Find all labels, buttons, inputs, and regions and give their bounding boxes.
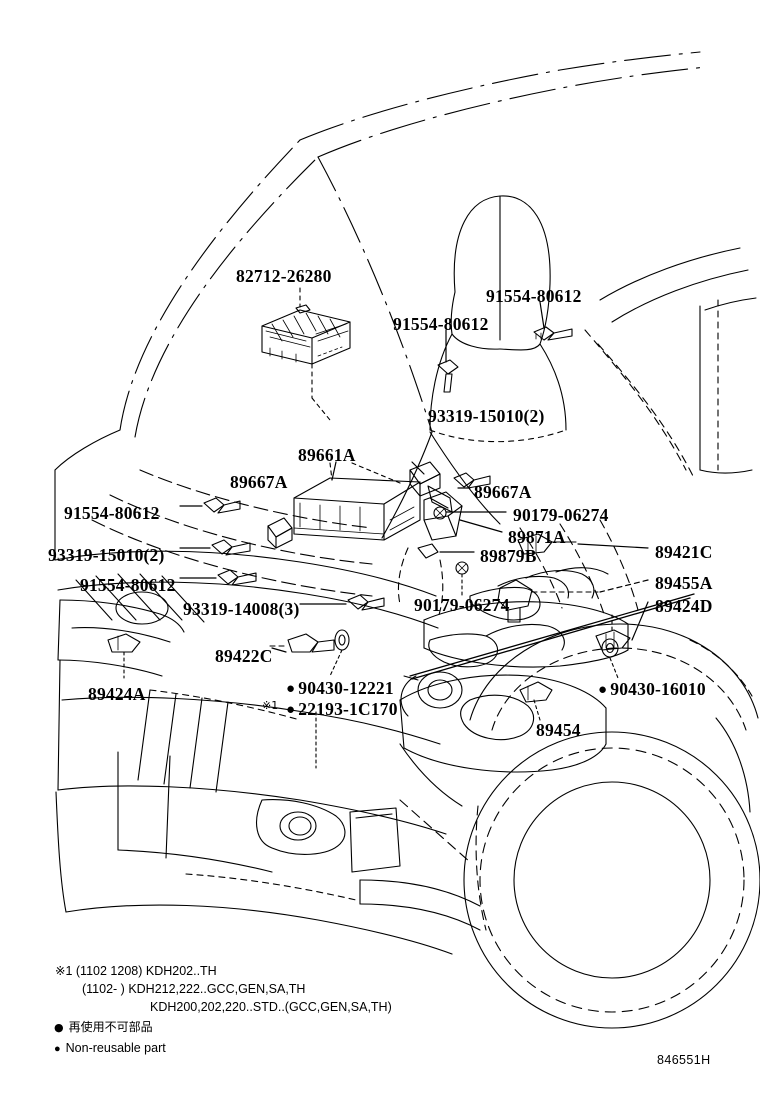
part-label-gasket-22193: 22193-1C170 xyxy=(286,700,398,719)
footnote-legend-english: Non-reusable part xyxy=(54,1042,166,1055)
part-label-nut-left-1: 93319-15010(2) xyxy=(48,545,165,565)
part-label-clamp-89879b: 89879B xyxy=(480,546,537,566)
fastener-icons xyxy=(107,326,631,769)
footnote-applicability-1: ※1 (1102 1208) KDH202..TH xyxy=(55,964,217,978)
footnote-applicability-2: (1102- ) KDH212,222..GCC,GEN,SA,TH xyxy=(82,982,306,996)
part-label-sensor-89871a: 89871A xyxy=(508,527,566,547)
part-label-sensor-89422c: 89422C xyxy=(215,646,273,666)
part-label-sensor-89424d: 89424D xyxy=(655,596,713,616)
side-body-panels xyxy=(584,247,757,479)
reference-star-icon-22193: ※1 xyxy=(262,699,279,712)
part-label-oring-90430-16010: 90430-16010 xyxy=(598,680,706,699)
part-label-ecu: 89661A xyxy=(298,445,356,465)
diagram-code: 846551H xyxy=(657,1053,711,1067)
part-label-nut-upper: 93319-15010(2) xyxy=(428,406,545,426)
part-label-bolt-upper-mid: 91554-80612 xyxy=(393,314,489,334)
part-label-oring-90430-12221: 90430-12221 xyxy=(286,679,394,698)
part-label-bolt-left-1: 91554-80612 xyxy=(64,503,160,523)
part-label-sensor-89421c: 89421C xyxy=(655,542,713,562)
part-label-sensor-89454: 89454 xyxy=(536,720,581,740)
relay-box-part xyxy=(261,287,351,421)
bracket-parts xyxy=(267,461,453,549)
part-label-bracket-right: 89667A xyxy=(474,482,532,502)
part-label-bolt-left-2: 91554-80612 xyxy=(80,575,176,595)
part-label-bracket-left: 89667A xyxy=(230,472,288,492)
part-label-screw-90179-1: 90179-06274 xyxy=(513,505,609,525)
part-label-sensor-89455a: 89455A xyxy=(655,573,713,593)
leader-lines xyxy=(179,301,649,653)
ecu-module-part xyxy=(293,462,421,541)
part-label-screw-90179-2: 90179-06274 xyxy=(414,595,510,615)
vehicle-body-outline xyxy=(54,51,707,561)
footnote-applicability-3: KDH200,202,220..STD..(GCC,GEN,SA,TH) xyxy=(150,1000,392,1014)
front-bumper-and-grille xyxy=(54,550,453,955)
part-label-nut-left-2: 93319-14008(3) xyxy=(183,599,300,619)
front-seat xyxy=(429,195,567,443)
part-label-relay-box: 82712-26280 xyxy=(236,266,332,286)
part-label-bolt-upper-right: 91554-80612 xyxy=(486,286,582,306)
part-label-sensor-89424a: 89424A xyxy=(88,684,146,704)
front-wheel-assembly xyxy=(359,623,760,1029)
footnote-legend-japanese: 再使用不可部品 xyxy=(54,1021,153,1033)
